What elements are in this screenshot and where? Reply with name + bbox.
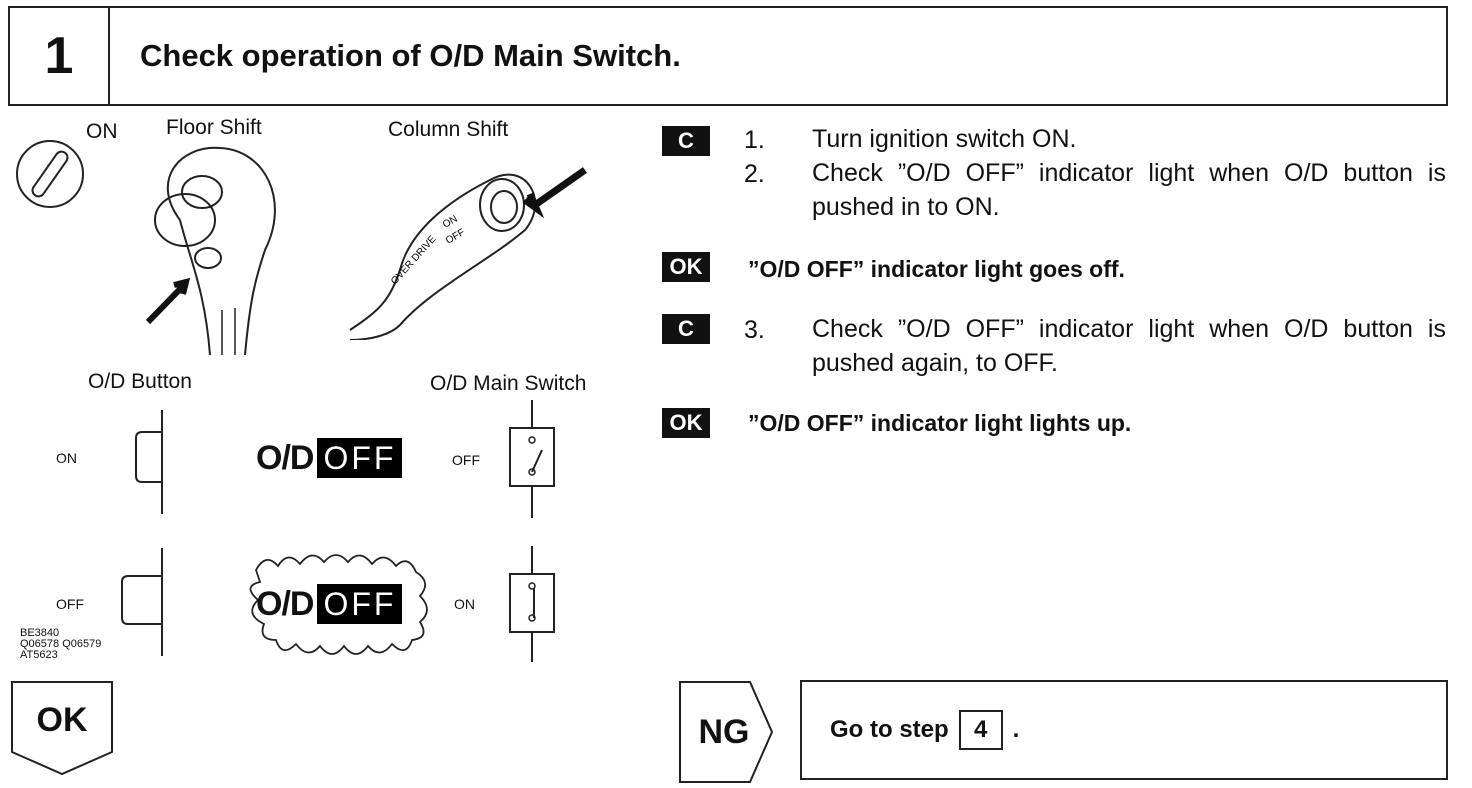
step-title: Check operation of O/D Main Switch. [140, 38, 681, 73]
od-button-label: O/D Button [88, 370, 192, 393]
od-main-switch-label: O/D Main Switch [430, 372, 587, 395]
od-text: O/D [256, 584, 314, 623]
step-3-text: Check ”O/D OFF” indicator light when O/D… [812, 315, 1446, 377]
od-button-released-icon [121, 548, 163, 656]
step-header: 1 Check operation of O/D Main Switch. [8, 6, 1448, 106]
c-badge: C [662, 314, 710, 344]
ref-code: BE3840 [20, 627, 60, 639]
switch-closed-icon [509, 546, 555, 662]
result-2-text: ”O/D OFF” indicator light lights up. [748, 410, 1132, 436]
goto-prefix: Go to step [830, 716, 949, 743]
c-badge: C [662, 126, 710, 156]
step-2-number: 2. [744, 160, 765, 188]
diagram: ON Floor Shift Column Shift OVER DRIVE O… [0, 110, 650, 680]
step-number-cell: 1 [10, 8, 110, 104]
ng-label: NG [698, 712, 750, 751]
switch-state-off-label: OFF [452, 452, 480, 468]
off-badge: OFF [317, 438, 403, 478]
floor-shift-label: Floor Shift [166, 116, 262, 139]
reference-codes: BE3840 Q06578 Q06579 AT5623 [20, 628, 101, 661]
goto-suffix: . [1012, 716, 1020, 743]
switch-open-icon [509, 400, 555, 518]
ref-code: AT5623 [20, 649, 58, 661]
step-3-number: 3. [744, 316, 765, 344]
ok-label: OK [36, 700, 88, 739]
ng-arrow-box-icon [679, 681, 774, 783]
ref-code: Q06578 Q06579 [20, 638, 102, 650]
ignition-key-icon [16, 140, 84, 208]
indicator-off-display: O/D OFF [256, 438, 403, 478]
step-1-text: Turn ignition switch ON. [812, 125, 1077, 153]
indicator-glow-icon [249, 554, 428, 655]
ng-action-box: Go to step 4 . [800, 680, 1448, 780]
column-shift-label: Column Shift [388, 118, 509, 141]
on-mark: ON [441, 214, 459, 231]
ignition-on-label: ON [86, 120, 118, 143]
floor-shift-knob-icon [145, 146, 276, 356]
column-shift-lever-icon: OVER DRIVE ON OFF [349, 167, 588, 340]
ok-arrow-box-icon [11, 681, 113, 776]
step-number: 1 [44, 27, 74, 85]
step-1-number: 1. [744, 126, 765, 154]
ok-badge: OK [662, 252, 710, 282]
step-2-text: Check ”O/D OFF” indicator light when O/D… [812, 159, 1446, 221]
od-button-pushed-icon [135, 410, 163, 514]
od-text: O/D [256, 438, 314, 477]
goto-step-link[interactable]: 4 [958, 710, 1003, 750]
button-state-off-label: OFF [56, 596, 84, 612]
indicator-lit-display: O/D OFF [256, 584, 403, 624]
switch-state-on-label: ON [454, 596, 475, 612]
button-state-on-label: ON [56, 450, 77, 466]
result-1-text: ”O/D OFF” indicator light goes off. [748, 256, 1125, 282]
off-badge: OFF [317, 584, 403, 624]
ok-badge: OK [662, 408, 710, 438]
